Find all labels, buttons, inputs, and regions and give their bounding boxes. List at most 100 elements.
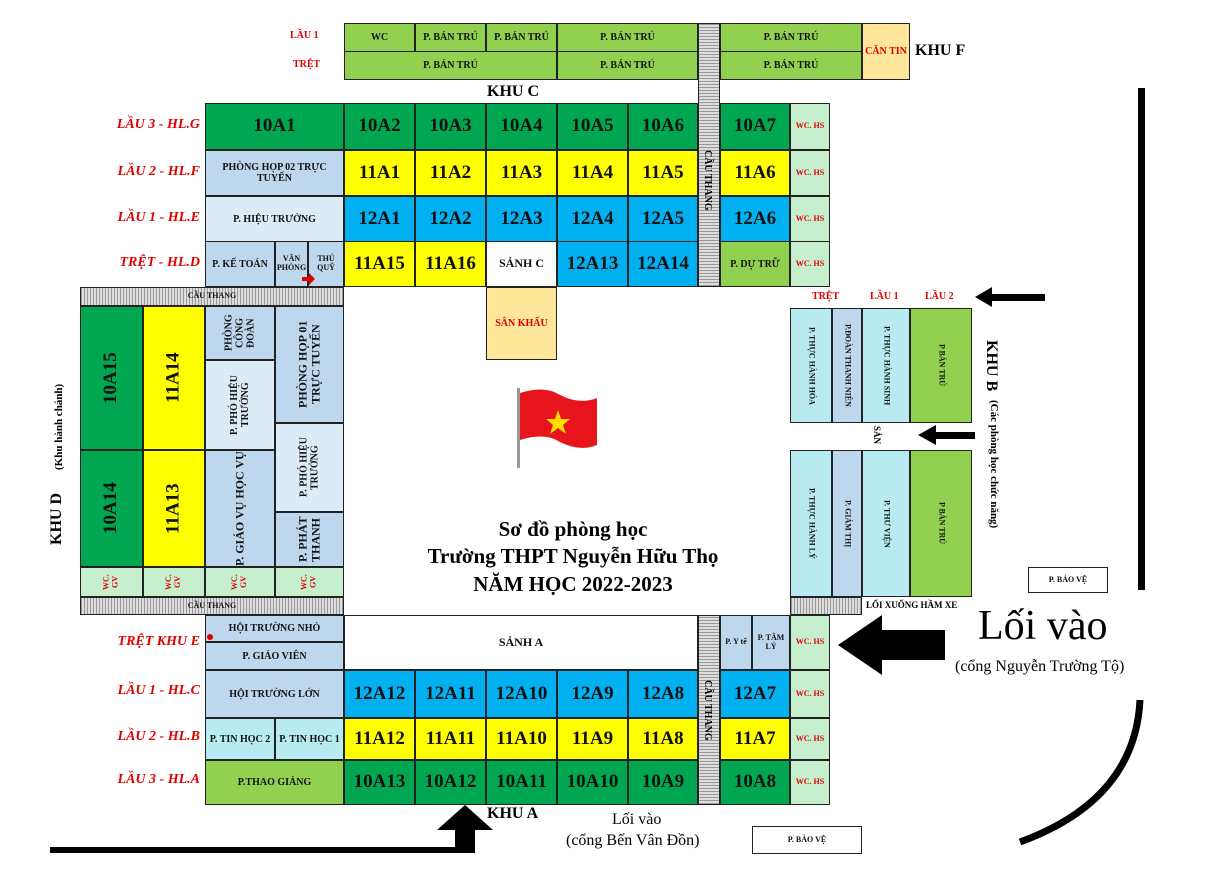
classroom: 12A2	[415, 196, 486, 242]
classroom-label: 10A2	[358, 115, 401, 137]
room: P. TIN HỌC 2	[205, 718, 275, 760]
classroom: 10A8	[720, 760, 790, 805]
room-khu-f-lau1-label: P. BÁN TRÚ	[423, 32, 478, 43]
classroom: 12A1	[344, 196, 415, 242]
guard-room: P. BẢO VỆ	[1028, 567, 1108, 593]
classroom-label: 11A3	[500, 161, 543, 183]
main-entrance-sublabel: (cổng Nguyễn Trường Tộ)	[955, 658, 1125, 675]
classroom: 10A15	[80, 306, 143, 450]
room-treasury-label: THỦ QUỸ	[317, 254, 335, 272]
classroom-label: 11A7	[734, 727, 776, 749]
classroom: 11A9	[557, 718, 628, 760]
room-medical: P. Y tế	[720, 615, 752, 670]
stage-label: SÂN KHẤU	[495, 318, 548, 329]
floor-label: TRỆT	[293, 59, 321, 70]
room-khu-f-lau1: P. BÁN TRÚ	[486, 23, 557, 52]
classroom: 12A11	[415, 670, 486, 718]
restroom: WC. HS	[790, 760, 830, 805]
classroom-label: 12A11	[425, 682, 476, 704]
room-khu-f-tret-label: P. BÁN TRÚ	[600, 60, 655, 71]
stairs-top: CẦU THANG	[80, 287, 344, 306]
classroom-label: 11A14	[162, 352, 184, 404]
classroom: 11A6	[720, 150, 790, 196]
classroom: 10A5	[557, 103, 628, 150]
classroom: 10A11	[486, 760, 557, 805]
restroom-label: WC. HS	[795, 637, 825, 647]
room-khu-f-lau1-label: WC	[370, 32, 389, 43]
stairs-bottom: CẦU THANG	[80, 597, 344, 615]
room: PHÒNG HỌP 02 TRỰC TUYẾN	[205, 150, 344, 196]
room-treasury: THỦ QUỸ	[308, 241, 344, 287]
room-khu-f-tret: P. BÁN TRÚ	[344, 51, 557, 80]
zone-sublabel-khu-b: (Các phòng học chức năng)	[988, 400, 1000, 529]
classroom: 11A10	[486, 718, 557, 760]
room-counseling-label: P. TÂM LÝ	[757, 632, 785, 651]
zone-label-khu-f: KHU F	[915, 42, 966, 59]
room: 12A13	[557, 241, 628, 287]
room-label: P. GIÁM THỊ	[843, 499, 853, 548]
room-label: 12A13	[566, 252, 619, 274]
room: P. THỰC HÀNH HÓA	[790, 308, 832, 423]
room: HỘI TRƯỜNG LỚN	[205, 670, 344, 718]
classroom: 12A7	[720, 670, 790, 718]
classroom: 11A14	[143, 306, 205, 450]
yard-label: SẢN	[872, 426, 882, 445]
room: 11A15	[344, 241, 415, 287]
room-accounting: P. KẾ TOÁN	[205, 241, 275, 287]
restroom-label: WC. HS	[795, 688, 825, 698]
room-label: 10A1	[253, 115, 296, 137]
classroom: 11A1	[344, 150, 415, 196]
classroom-label: 11A8	[642, 727, 684, 749]
floor-label: TRỆT KHU E	[117, 634, 200, 649]
room: P. HIỆU TRƯỞNG	[205, 196, 344, 242]
guard-room-label: P. BẢO VỆ	[1048, 574, 1088, 584]
classroom: 11A5	[628, 150, 698, 196]
classroom-label: 10A11	[496, 771, 547, 793]
room-label: PHÒNG HỌP 01 TRỰC TUYẾN	[295, 320, 323, 409]
room-khu-f-tret: P. BÁN TRÚ	[557, 51, 698, 80]
classroom: 11A11	[415, 718, 486, 760]
canteen: CĂN TIN	[862, 23, 910, 80]
side-entrance-sublabel: (cổng Bến Vân Đồn)	[566, 832, 700, 849]
classroom-label: 12A5	[641, 207, 685, 229]
room: P BÁN TRÚ	[910, 308, 972, 423]
room-khu-f-tret: P. BÁN TRÚ	[720, 51, 862, 80]
parking-label: LỐI XUỐNG HẦM XE	[866, 600, 958, 610]
room: P. GIÁM THỊ	[832, 450, 862, 597]
classroom-label: 12A12	[353, 682, 406, 704]
classroom: 12A4	[557, 196, 628, 242]
classroom-label: 11A6	[734, 161, 776, 183]
zone-label-khu-a: KHU A	[487, 805, 539, 822]
classroom-label: 10A7	[733, 115, 777, 137]
room-label: P. TIN HỌC 2	[209, 733, 271, 745]
room: P. THƯ VIỆN	[862, 450, 910, 597]
room-khu-f-tret-label: P. BÁN TRÚ	[763, 60, 819, 71]
classroom: 12A9	[557, 670, 628, 718]
restroom: WC. HS	[790, 718, 830, 760]
restroom: WC. HS	[790, 670, 830, 718]
floor-label: TRỆT - HL.D	[119, 255, 201, 270]
canteen-label: CĂN TIN	[865, 46, 907, 57]
classroom: 12A6	[720, 196, 790, 242]
restroom: WC. HS	[790, 150, 830, 196]
restroom: WC. HS	[790, 196, 830, 242]
floor-label: LẦU 2 - HL.F	[117, 164, 200, 179]
zone-sublabel-khu-d: (Khu hành chánh)	[53, 383, 65, 470]
classroom: 10A10	[557, 760, 628, 805]
stairs-top-label: CẦU THANG	[187, 291, 237, 301]
room-label: P.ĐOÀN THANH NIÊN	[843, 324, 853, 407]
classroom-label: 12A2	[429, 207, 472, 229]
room: P.THAO GIẢNG	[205, 760, 344, 805]
zone-label-khu-c: KHU C	[487, 83, 539, 100]
floor-label: LẦU 1	[290, 30, 319, 41]
room-khu-f-lau1-label: P. BÁN TRÚ	[763, 32, 819, 43]
stage: SÂN KHẤU	[486, 287, 557, 360]
room-label: 12A14	[637, 252, 689, 274]
classroom-label: 12A10	[495, 682, 548, 704]
lobby-a-label: SẢNH A	[498, 634, 544, 649]
stairs-khu-c	[698, 23, 720, 287]
classroom-label: 12A1	[358, 207, 401, 229]
room-label: SẢNH C	[498, 256, 544, 271]
room-label: P. THỰC HÀNH LÝ	[807, 488, 817, 559]
